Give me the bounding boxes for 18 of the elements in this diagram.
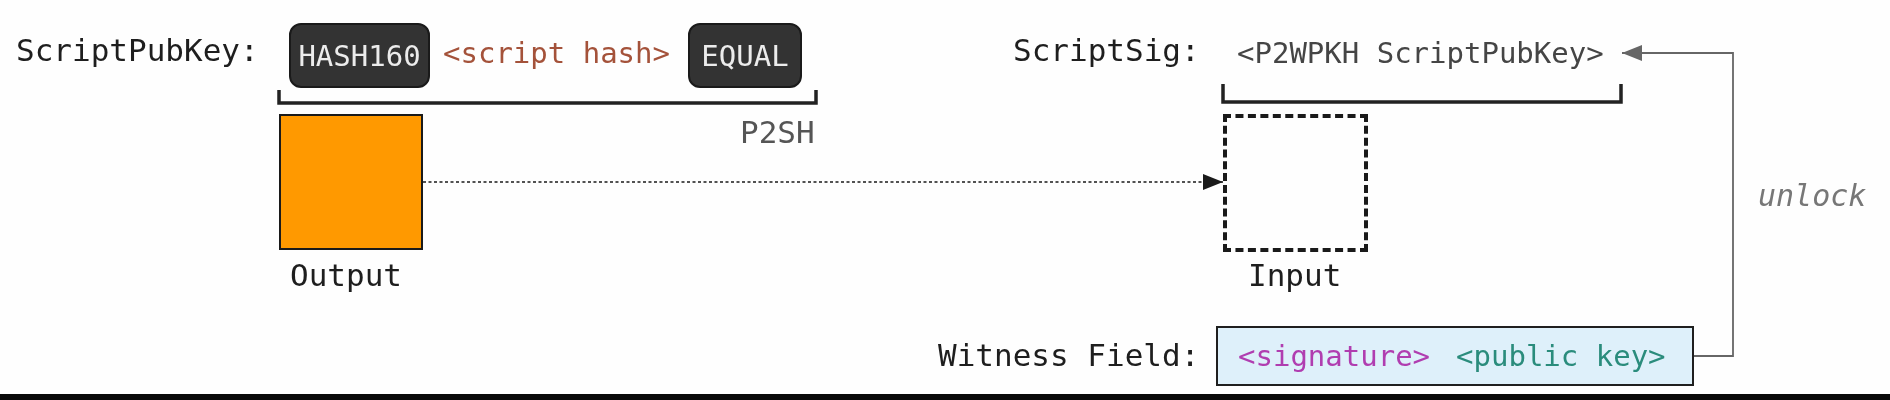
script-text: <P2WPKH ScriptPubKey> xyxy=(1230,31,1622,75)
text-label: <script hash> xyxy=(443,36,670,71)
filled-square xyxy=(279,114,423,250)
code-token: <public key> xyxy=(1456,339,1666,373)
arrow xyxy=(1621,45,1734,357)
node-caption: Witness Field: xyxy=(938,337,1200,375)
opcode-tag: EQUAL xyxy=(688,23,802,88)
opcode-tag: HASH160 xyxy=(289,23,430,88)
dashed-square xyxy=(1223,114,1368,252)
code-token: <signature> xyxy=(1238,339,1431,373)
text-label: ScriptSig: xyxy=(1013,32,1200,70)
text-label: P2SH xyxy=(740,114,815,152)
dotted-arrow xyxy=(422,174,1224,190)
node-caption: Output xyxy=(290,257,402,295)
witness-field-box xyxy=(1216,326,1694,386)
node-caption: Input xyxy=(1248,257,1342,295)
text-label: ScriptPubKey: xyxy=(16,32,259,70)
edge-label: unlock xyxy=(1758,178,1867,214)
